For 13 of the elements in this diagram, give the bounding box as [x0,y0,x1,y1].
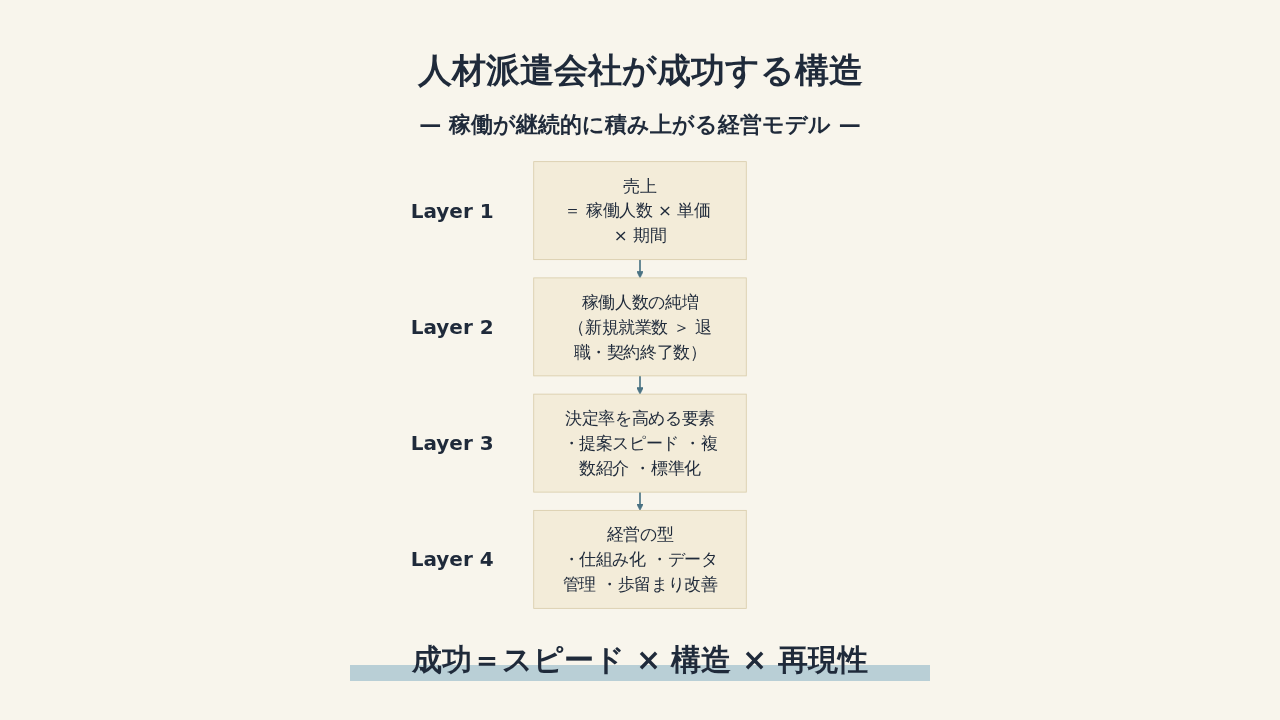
layer-label: Layer 2 [410,314,494,339]
node-box: 経営の型 ・仕組み化 ・データ管理 ・歩留まり改善 [533,509,747,609]
node-box: 売上 ＝ 稼働人数 × 単価 × 期間 [533,161,747,261]
layer-label: Layer 4 [410,547,494,572]
arrow [636,258,644,279]
layer-label: Layer 3 [410,431,494,456]
subtitle: — 稼働が継続的に積み上がる経営モデル — [418,111,862,139]
node-box: 決定率を高める要素 ・提案スピード ・複数紹介 ・標準化 [533,393,747,493]
title: 人材派遣会社が成功する構造 [416,49,864,92]
node-box: 稼働人数の純増 （新規就業数 ＞ 退職・契約終了数） [533,277,747,377]
arrow [636,375,644,395]
arrow [636,491,644,511]
layer-label: Layer 1 [410,198,494,223]
